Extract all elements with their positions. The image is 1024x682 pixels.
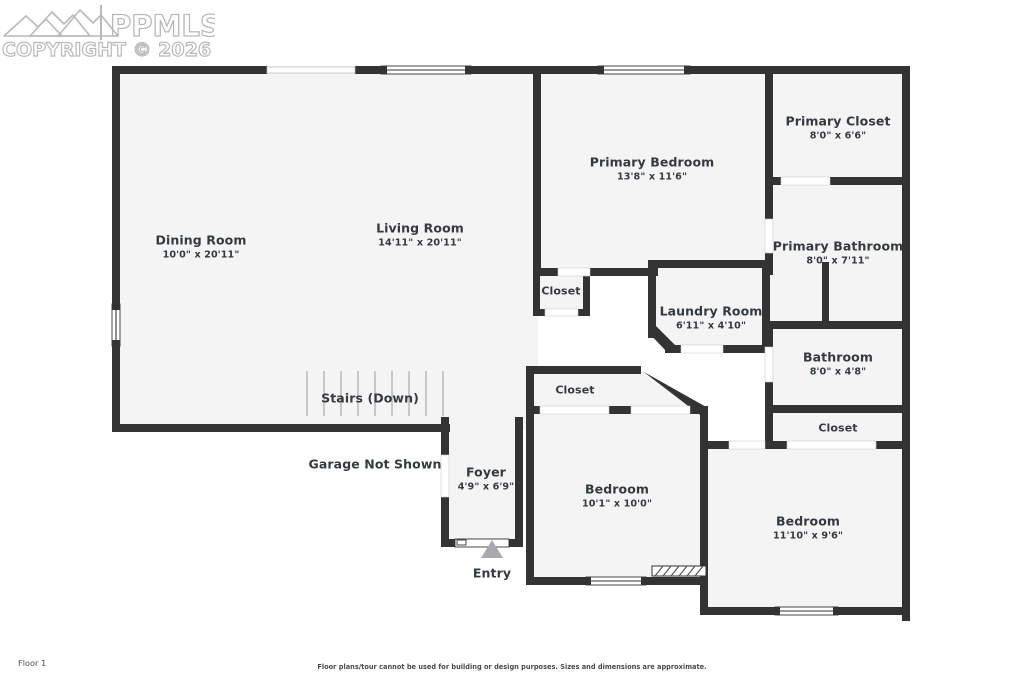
wall-laundry-top — [648, 260, 770, 268]
wall-primarybed-bottom-a — [533, 268, 558, 276]
up-triangle-icon — [481, 540, 503, 558]
door-openings — [440, 176, 877, 498]
fill-foyer — [445, 421, 519, 546]
stair-treads-icon — [306, 371, 444, 416]
wall-bedmid-bottom-b — [646, 577, 708, 585]
wall-foyer-right — [515, 417, 523, 547]
floor-label: Floor 1 — [18, 658, 47, 668]
wall-foyer-bottom-b — [509, 539, 523, 547]
wall-primarybath-stub — [822, 262, 829, 321]
wall-closet-right-bottom-c — [876, 441, 910, 449]
wall-foyer-bottom-a — [441, 539, 455, 547]
window-bedmid-bottom — [585, 576, 647, 586]
wall-bedmid-closet-bot-b — [609, 406, 631, 414]
wall-closet-small-left — [533, 272, 540, 316]
room-fills — [117, 68, 910, 615]
wall-laundry-bottom-b — [723, 345, 770, 353]
wall-left-upper — [112, 66, 120, 304]
door-hatched-bedrooms — [651, 565, 707, 577]
wall-primarycloset-left — [765, 66, 773, 184]
fill-bathroom — [769, 325, 910, 410]
door-foyer-entry — [454, 538, 510, 548]
fill-bedroom-middle — [530, 368, 707, 585]
wall-laundry-right — [762, 260, 770, 353]
wall-closet-small-bottom-b — [578, 309, 590, 316]
watermark-graphic: PPMLS COPYRIGHT © 2026 — [1, 5, 215, 60]
wall-bedmid-closet-bot-c — [690, 406, 708, 414]
watermark-copyright: COPYRIGHT © 2026 — [2, 39, 211, 60]
window-dining-left — [111, 303, 121, 347]
disclaimer-text: Floor plans/tour cannot be used for buil… — [317, 663, 707, 671]
watermark-brand: PPMLS — [110, 9, 215, 43]
fill-stairs — [290, 368, 450, 418]
ppmls-watermark: PPMLS COPYRIGHT © 2026 — [0, 0, 215, 60]
wall-right-lower — [902, 441, 910, 621]
wall-foyer-left-b — [441, 497, 449, 547]
wall-closet-small-right — [583, 272, 590, 316]
window-bedright-bottom — [774, 606, 839, 616]
wall-bedmid-angle — [636, 366, 708, 415]
wall-closet-right-bottom-b — [765, 441, 787, 449]
wall-bedright-left — [700, 441, 708, 615]
fill-primary-closet — [769, 68, 910, 181]
wall-bath-divider — [765, 321, 910, 329]
fill-laundry-room — [650, 262, 769, 352]
wall-primarycloset-bottom-a — [765, 177, 781, 185]
wall-closet-right-bottom-a — [707, 441, 729, 449]
mountain-range-icon — [3, 9, 119, 37]
wall-bedright-bottom-b — [838, 607, 910, 615]
wall-closet-small-bottom-a — [533, 309, 545, 316]
wall-bedright-bottom-a — [700, 607, 775, 615]
wall-top-c — [533, 66, 598, 74]
wall-left-lower — [112, 346, 120, 432]
fill-primary-bathroom — [769, 181, 910, 325]
wall-bedmid-bottom-a — [526, 577, 586, 585]
fill-primary-bedroom — [538, 68, 769, 275]
wall-top-d — [690, 66, 910, 74]
wall-laundry-bottom-a — [665, 345, 681, 353]
windows — [111, 65, 877, 616]
wall-bedmid-left — [526, 366, 534, 585]
wall-closet-right-left — [765, 413, 773, 443]
wall-closet-right-top — [765, 405, 910, 413]
wall-primarybed-bottom-b — [590, 268, 658, 276]
wall-foyer-left-a — [441, 417, 449, 455]
wall-bedmid-top — [526, 366, 641, 374]
wall-right-upper — [902, 66, 910, 449]
wall-top-a — [112, 66, 267, 74]
wall-laundry-left — [648, 260, 656, 338]
wall-primarybed-left — [533, 66, 541, 270]
wall-greatroom-bottom — [112, 424, 450, 432]
wall-primarycloset-bottom-b — [830, 177, 910, 185]
fill-bedroom-right — [707, 448, 910, 615]
wall-bathroom-left-b — [765, 382, 773, 410]
fill-closet-primary — [538, 272, 590, 310]
window-living-top-main — [380, 65, 472, 75]
window-dining-top — [266, 66, 356, 74]
wall-primarybath-left-a — [765, 184, 773, 219]
window-primarybed-top — [597, 65, 691, 75]
